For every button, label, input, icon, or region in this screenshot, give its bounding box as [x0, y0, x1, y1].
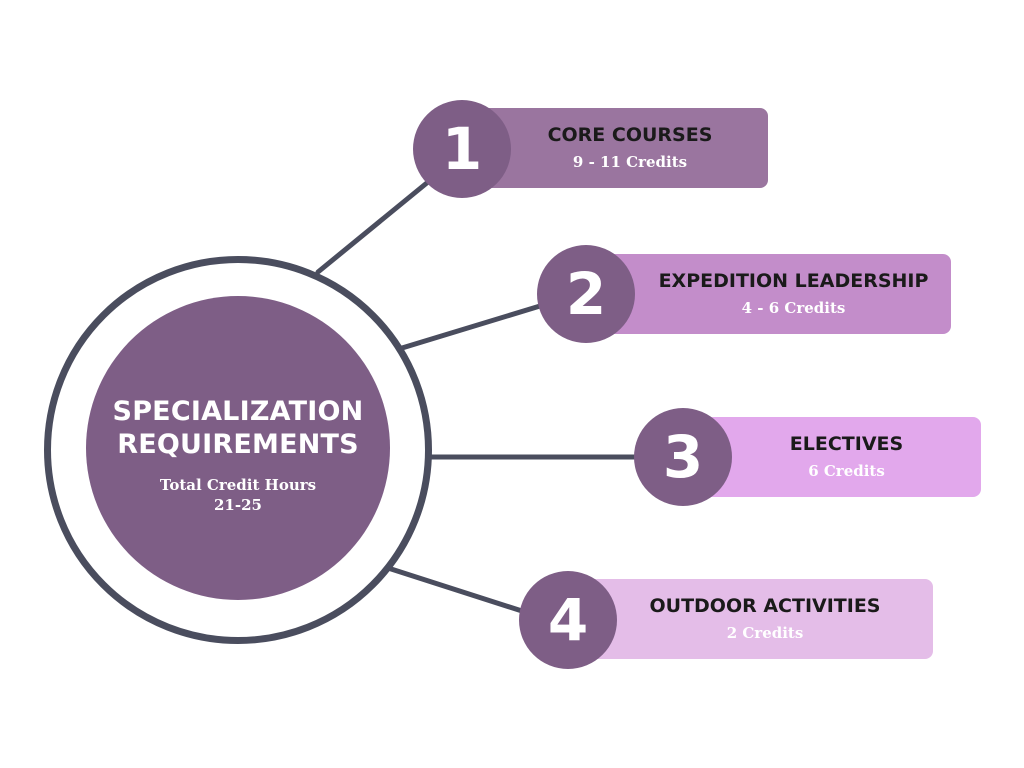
item-title: CORE COURSES: [547, 124, 713, 146]
hub-title: SPECIALIZATION REQUIREMENTS: [113, 395, 364, 461]
item-credits: 2 Credits: [726, 624, 804, 642]
number-badge-3: 3: [634, 408, 732, 506]
connector-line-1: [315, 179, 431, 275]
number-badge-1: 1: [413, 100, 511, 198]
item-title: ELECTIVES: [789, 433, 904, 455]
item-credits: 6 Credits: [808, 462, 885, 480]
hub-subtitle-line-2: 21-25: [214, 496, 262, 514]
item-bar-outdoor-activities: OUTDOOR ACTIVITIES 2 Credits: [567, 579, 933, 659]
hub-subtitle: Total Credit Hours 21-25: [160, 475, 316, 515]
number-badge-2: 2: [537, 245, 635, 343]
hub-circle: SPECIALIZATION REQUIREMENTS Total Credit…: [86, 296, 390, 600]
hub-title-line-2: REQUIREMENTS: [117, 429, 359, 460]
item-credits: 9 - 11 Credits: [572, 153, 688, 171]
item-bar-core-courses: CORE COURSES 9 - 11 Credits: [462, 108, 768, 188]
hub-title-line-1: SPECIALIZATION: [112, 396, 364, 427]
number-badge-4: 4: [519, 571, 617, 669]
item-bar-expedition-leadership: EXPEDITION LEADERSHIP 4 - 6 Credits: [586, 254, 951, 334]
item-title: EXPEDITION LEADERSHIP: [658, 270, 929, 292]
item-credits: 4 - 6 Credits: [741, 299, 846, 317]
connector-line-2: [399, 303, 543, 351]
item-title: OUTDOOR ACTIVITIES: [649, 595, 881, 617]
connector-line-4: [385, 565, 525, 614]
hub-subtitle-line-1: Total Credit Hours: [159, 476, 317, 494]
